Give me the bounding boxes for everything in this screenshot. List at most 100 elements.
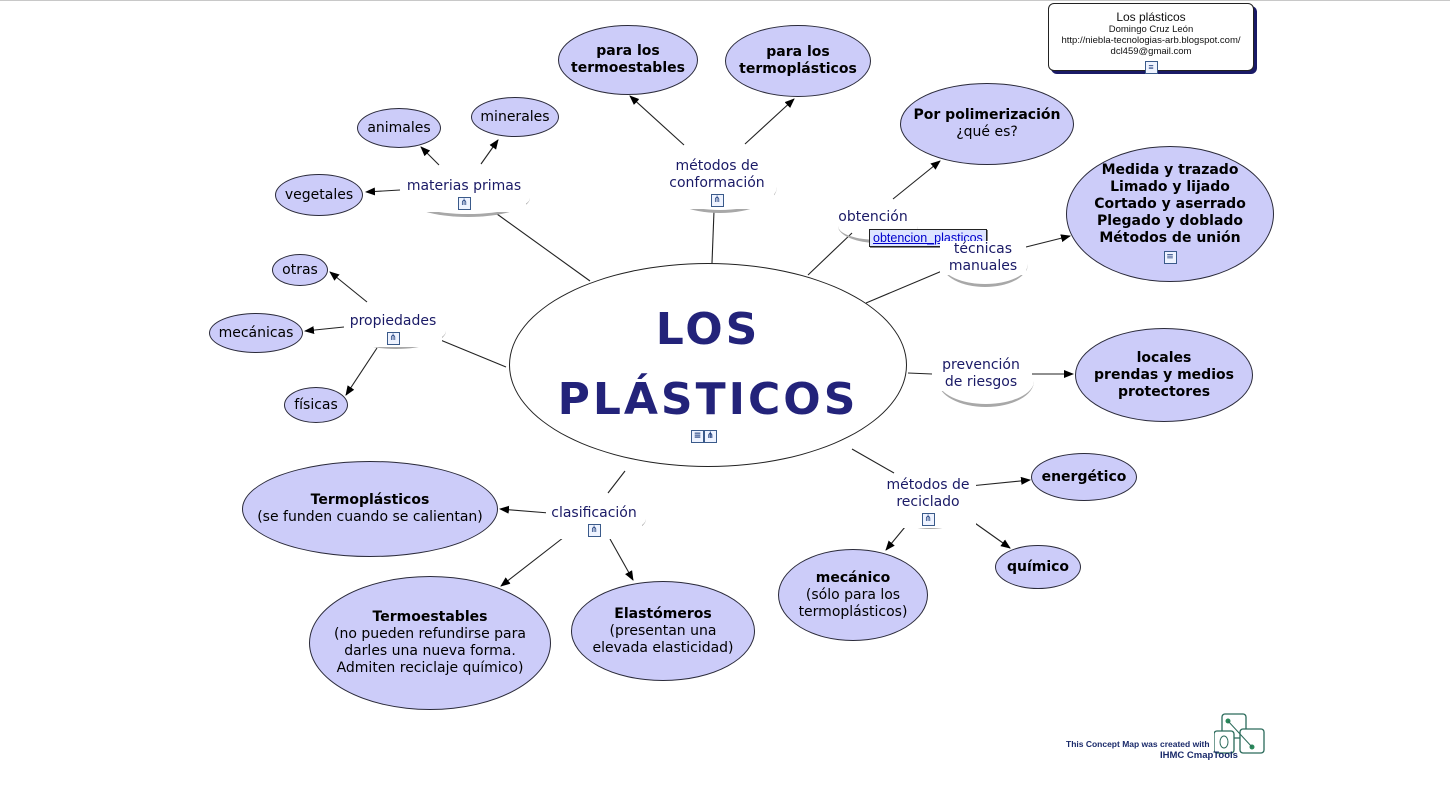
concept-prevencion[interactable]: locales prendas y medios protectores xyxy=(1075,328,1253,422)
concept-label: otras xyxy=(282,261,318,278)
concept-line: Métodos de unión xyxy=(1099,230,1241,246)
concept-fisicas[interactable]: físicas xyxy=(284,387,348,423)
arrow-quimico xyxy=(971,520,1011,549)
concept-line: prendas y medios xyxy=(1094,366,1234,383)
arrow-termoestables-c xyxy=(500,533,569,587)
link-swoosh xyxy=(406,179,530,217)
concept-line: darles una nueva forma. xyxy=(344,643,516,659)
concept-line: Cortado y aserrado xyxy=(1094,196,1246,212)
submap-icon[interactable]: ⋔ xyxy=(921,512,935,526)
main-concept-line1: LOS xyxy=(655,304,761,355)
arrow-mecanicas xyxy=(304,326,345,335)
arrow-fisicas xyxy=(345,347,378,396)
link-label: técnicas manuales xyxy=(948,241,1018,274)
concept-line: Medida y trazado xyxy=(1101,162,1239,178)
link-swoosh xyxy=(942,241,1028,287)
link-obtencion[interactable]: obtención xyxy=(834,209,912,226)
submap-icon[interactable]: ⋔ xyxy=(386,331,400,345)
link-label: clasificación xyxy=(551,505,637,521)
concept-minerales[interactable]: minerales xyxy=(471,97,559,137)
arrow-termoplasticos xyxy=(744,98,795,145)
concept-animales[interactable]: animales xyxy=(357,108,441,148)
concept-title: Termoestables xyxy=(372,609,488,625)
concept-label: vegetales xyxy=(284,186,354,203)
concept-label: para los termoestables xyxy=(571,43,685,76)
concept-line: elevada elasticidad) xyxy=(592,639,734,656)
concept-termoestables[interactable]: Termoestables (no pueden refundirse para… xyxy=(309,576,551,710)
link-clasificacion[interactable]: clasificación ⋔ xyxy=(546,505,642,539)
link-label: propiedades xyxy=(349,313,437,329)
submap-icon[interactable]: ⋔ xyxy=(587,523,601,537)
link-label: métodos de conformación xyxy=(669,158,765,191)
concept-label: minerales xyxy=(480,108,550,125)
author-box-title: Los plásticos xyxy=(1116,10,1186,24)
credit-line2: IHMC CmapTools xyxy=(1160,750,1238,761)
concept-line: (presentan una xyxy=(609,622,717,639)
concept-polimerizacion[interactable]: Por polimerización ¿qué es? xyxy=(900,83,1074,165)
document-icon[interactable]: ≡ xyxy=(1144,61,1158,75)
arrow-vegetales xyxy=(365,187,401,196)
document-icon[interactable]: ≡ xyxy=(1163,250,1177,264)
concept-title: Elastómeros xyxy=(614,605,712,622)
link-label: prevención de riesgos xyxy=(942,357,1020,390)
concept-quimico[interactable]: químico xyxy=(995,545,1081,589)
document-icon[interactable]: ≡ xyxy=(691,430,704,443)
cmaptools-credit[interactable]: This Concept Map was created with IHMC C… xyxy=(1062,713,1282,763)
author-url: http://niebla-tecnologias-arb.blogspot.c… xyxy=(1061,35,1241,46)
link-prevencion-riesgos[interactable]: prevención de riesgos xyxy=(934,357,1028,391)
link-label: obtención xyxy=(838,209,908,225)
arrow-tecnicas xyxy=(1025,234,1071,248)
line-main-clasificacion xyxy=(607,470,626,494)
link-tecnicas-manuales[interactable]: técnicas manuales xyxy=(940,241,1026,275)
link-metodos-conformacion[interactable]: métodos de conformación ⋔ xyxy=(660,158,774,209)
concept-line: Plegado y doblado xyxy=(1096,213,1244,229)
arrow-energetico xyxy=(969,476,1031,487)
main-concept[interactable]: LOS PLÁSTICOS ≡⋔ xyxy=(509,263,907,467)
link-swoosh xyxy=(346,313,446,349)
link-propiedades[interactable]: propiedades ⋔ xyxy=(344,313,442,347)
concept-label: animales xyxy=(367,119,431,136)
credit-line1: This Concept Map was created with xyxy=(1066,739,1210,749)
concept-tecnicas-list[interactable]: Medida y trazado Limado y lijado Cortado… xyxy=(1066,146,1274,282)
author-info-box[interactable]: Los plásticos Domingo Cruz León http://n… xyxy=(1048,3,1254,75)
concept-line: Admiten reciclaje químico) xyxy=(336,660,524,676)
concept-mecanicas[interactable]: mecánicas xyxy=(209,313,303,353)
concept-para-termoplasticos[interactable]: para los termoplásticos xyxy=(725,25,871,97)
concept-para-termoestables[interactable]: para los termoestables xyxy=(558,25,698,95)
line-main-prevencion xyxy=(907,372,933,375)
cmaptools-logo-icon xyxy=(1214,713,1265,754)
concept-termoplasticos[interactable]: Termoplásticos (se funden cuando se cali… xyxy=(242,461,498,557)
concept-energetico[interactable]: energético xyxy=(1031,453,1137,501)
link-materias-primas[interactable]: materias primas ⋔ xyxy=(402,178,526,212)
arrow-minerales xyxy=(480,139,499,165)
concept-title: Termoplásticos xyxy=(310,492,430,508)
submap-icon[interactable]: ⋔ xyxy=(710,193,724,207)
arrow-animales xyxy=(420,146,440,166)
link-swoosh xyxy=(663,161,777,213)
line-main-propiedades xyxy=(437,338,507,368)
arrow-mecanico xyxy=(885,526,906,551)
concept-vegetales[interactable]: vegetales xyxy=(275,174,363,216)
concept-title: Por polimerización xyxy=(913,107,1061,123)
concept-line: (no pueden refundirse para xyxy=(334,626,526,642)
link-label: materias primas xyxy=(406,178,522,194)
arrow-otras xyxy=(329,271,368,303)
concept-elastomeros[interactable]: Elastómeros (presentan una elevada elast… xyxy=(571,581,755,681)
submap-icon[interactable]: ⋔ xyxy=(704,430,717,443)
link-metodos-reciclado[interactable]: métodos de reciclado ⋔ xyxy=(880,477,976,528)
concept-line: locales xyxy=(1136,349,1192,366)
main-concept-line2: PLÁSTICOS xyxy=(557,374,859,425)
concept-line: termoplásticos) xyxy=(798,603,908,620)
concept-line: (sólo para los xyxy=(805,586,901,603)
concept-mecanico[interactable]: mecánico (sólo para los termoplásticos) xyxy=(778,549,928,641)
line-main-tecnicas xyxy=(865,270,943,304)
arrow-termoestables xyxy=(629,95,685,146)
line-main-materias xyxy=(496,213,591,282)
concept-otras[interactable]: otras xyxy=(272,254,328,286)
concept-label: mecánicas xyxy=(218,324,294,341)
arrow-termoplasticos-c xyxy=(499,505,550,514)
concept-line: Limado y lijado xyxy=(1110,179,1230,195)
line-main-obtencion xyxy=(807,232,853,276)
submap-icon[interactable]: ⋔ xyxy=(457,196,471,210)
